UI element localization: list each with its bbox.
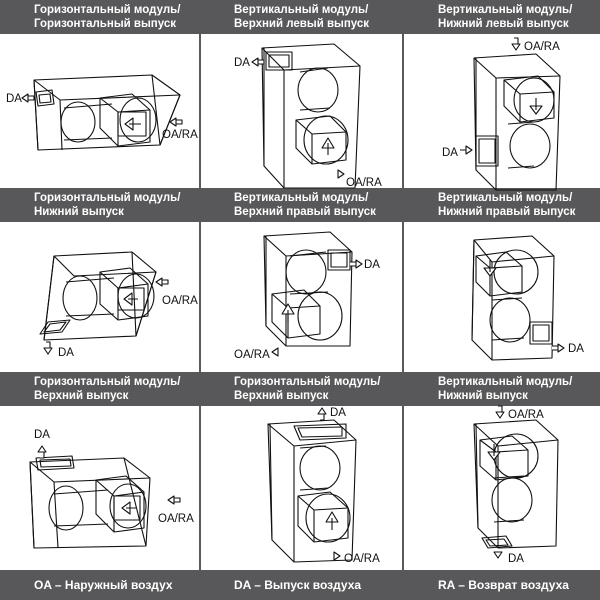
label-oa-ra: OA/RA	[162, 129, 198, 141]
unit-vertical-bottom-left	[474, 54, 560, 190]
label-da: DA	[6, 93, 22, 105]
label-da: DA	[58, 347, 74, 359]
flow-arrows	[22, 38, 564, 560]
label-oa-ra: OA/RA	[524, 41, 560, 53]
label-da: DA	[34, 429, 50, 441]
unit-horizontal-top-2	[268, 420, 356, 562]
label-da: DA	[508, 553, 524, 565]
unit-horizontal-top	[30, 456, 150, 548]
label-oa-ra: OA/RA	[344, 553, 380, 565]
label-oa-ra: OA/RA	[346, 177, 382, 189]
unit-horizontal-horizontal	[34, 75, 180, 150]
unit-vertical-top-right	[264, 232, 352, 346]
label-da: DA	[568, 343, 584, 355]
label-oa-ra: OA/RA	[162, 295, 198, 307]
label-oa-ra: OA/RA	[158, 513, 194, 525]
unit-vertical-top-left	[262, 44, 360, 188]
unit-vertical-bottom-right	[472, 236, 554, 360]
label-oa-ra: OA/RA	[234, 349, 270, 361]
label-oa-ra: OA/RA	[508, 409, 544, 421]
label-da: DA	[330, 407, 346, 419]
label-da: DA	[442, 147, 458, 159]
unit-vertical-bottom	[474, 420, 558, 548]
unit-horizontal-bottom	[40, 252, 156, 340]
label-da: DA	[364, 259, 380, 271]
label-da: DA	[234, 57, 250, 69]
